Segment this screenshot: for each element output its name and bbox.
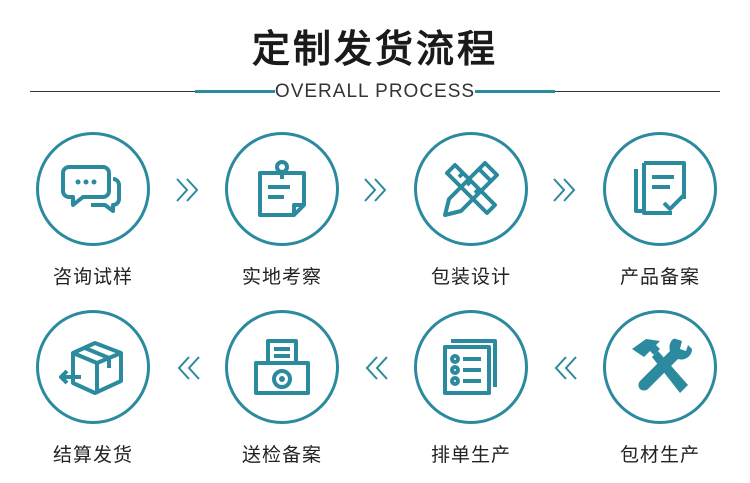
step-circle [603, 132, 717, 246]
step-circle [414, 132, 528, 246]
chevron-right-icon [553, 178, 576, 202]
chevron-right-icon [176, 178, 199, 202]
step-label: 包材生产 [619, 444, 700, 466]
step-inspection-filing: 送检备案 [207, 310, 357, 467]
checklist-icon [443, 339, 497, 395]
step-packaging-design: 包装设计 [396, 132, 546, 289]
step-material-production: 包材生产 [585, 310, 735, 467]
page-subtitle: OVERALL PROCESS [274, 81, 476, 102]
step-site-visit: 实地考察 [207, 132, 357, 289]
step-label: 产品备案 [619, 266, 700, 288]
printer-icon [254, 339, 310, 395]
step-circle [603, 310, 717, 424]
divider-accent-right [475, 90, 555, 93]
step-label: 排单生产 [430, 444, 511, 466]
subtitle-divider: OVERALL PROCESS [0, 80, 750, 104]
divider-line-left [30, 91, 275, 92]
step-circle [414, 310, 528, 424]
page-title: 定制发货流程 [251, 27, 498, 71]
step-circle [225, 310, 339, 424]
step-label: 结算发货 [52, 444, 133, 466]
divider-line-right [475, 91, 720, 92]
shipping-box-icon [59, 341, 123, 395]
notepad-pin-icon [258, 160, 306, 217]
divider-accent-left [195, 90, 275, 93]
step-label: 实地考察 [241, 266, 322, 288]
step-circle [225, 132, 339, 246]
step-circle [36, 132, 150, 246]
step-label: 送检备案 [241, 444, 322, 466]
step-consult: 咨询试样 [18, 132, 168, 289]
step-product-filing: 产品备案 [585, 132, 735, 289]
chevron-left-icon [177, 356, 200, 380]
document-check-icon [634, 161, 686, 215]
pencil-ruler-icon [443, 161, 499, 217]
step-circle [36, 310, 150, 424]
step-label: 咨询试样 [52, 266, 133, 288]
step-label: 包装设计 [430, 266, 511, 288]
chevron-left-icon [365, 356, 388, 380]
step-production-scheduling: 排单生产 [396, 310, 546, 467]
chat-bubbles-icon [61, 165, 121, 213]
step-settle-ship: 结算发货 [18, 310, 168, 467]
chevron-left-icon [554, 356, 577, 380]
chevron-right-icon [364, 178, 387, 202]
hammer-wrench-icon [632, 338, 692, 393]
